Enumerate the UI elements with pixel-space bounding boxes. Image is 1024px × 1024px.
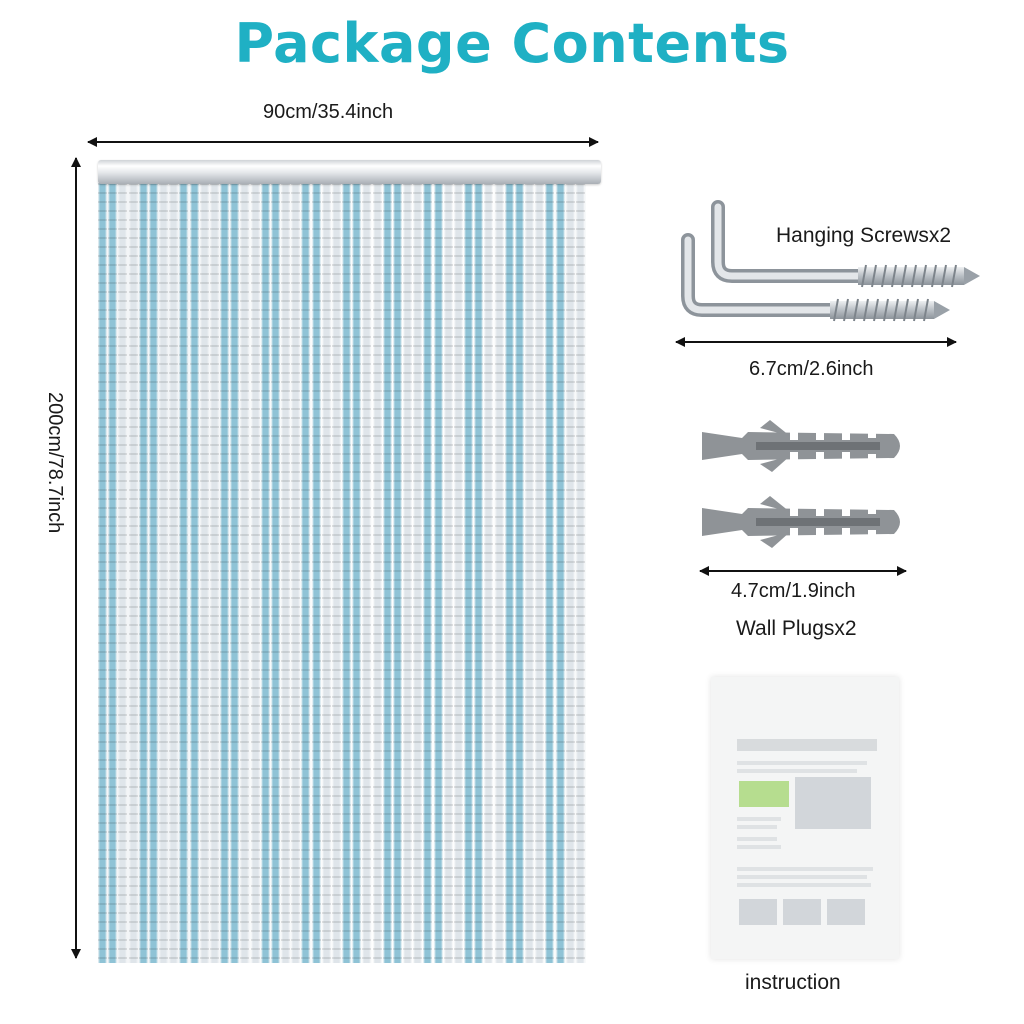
bead-strand (352, 183, 362, 963)
bead-strand (342, 183, 351, 963)
bead-strand (281, 183, 290, 963)
bead-curtain-image (98, 183, 586, 963)
bead-strand (250, 183, 260, 963)
bead-strand (525, 183, 534, 963)
bead-strand (128, 183, 138, 963)
bead-strand (474, 183, 484, 963)
bead-strand (118, 183, 128, 963)
bead-strand (159, 183, 168, 963)
plugs-size-label: 4.7cm/1.9inch (731, 580, 856, 602)
bead-strand (372, 183, 382, 963)
bead-strand (199, 183, 209, 963)
bead-strand (189, 183, 199, 963)
bead-strand (321, 183, 331, 963)
curtain-rod (98, 160, 601, 184)
bead-strand (453, 183, 463, 963)
bead-strand (545, 183, 555, 963)
bead-strand (514, 183, 524, 963)
bead-strand (240, 183, 250, 963)
bead-strand (98, 183, 107, 963)
bead-strand (423, 183, 433, 963)
bead-strand (575, 183, 585, 963)
screws-size-label: 6.7cm/2.6inch (749, 358, 874, 380)
bead-strand (403, 183, 412, 963)
bead-strand (362, 183, 372, 963)
bead-strand (535, 183, 545, 963)
bead-strand (209, 183, 219, 963)
bead-strand (555, 183, 565, 963)
bead-strand (443, 183, 453, 963)
bead-strand (230, 183, 240, 963)
bead-strand (301, 183, 311, 963)
bead-strand (311, 183, 321, 963)
bead-strand (220, 183, 229, 963)
bead-strand (504, 183, 514, 963)
bead-strand (565, 183, 575, 963)
bead-strand (464, 183, 473, 963)
bead-strand (382, 183, 392, 963)
page-title: Package Contents (234, 12, 790, 75)
bead-strand (331, 183, 341, 963)
bead-strand (179, 183, 189, 963)
bead-strand (291, 183, 301, 963)
bead-strand (138, 183, 148, 963)
bead-strand (270, 183, 280, 963)
bead-strand (413, 183, 423, 963)
instruction-label: instruction (745, 971, 841, 994)
curtain-width-label: 90cm/35.4inch (263, 101, 394, 123)
plugs-label: Wall Plugsx2 (736, 617, 857, 640)
bead-strand (494, 183, 504, 963)
bead-strand (108, 183, 118, 963)
bead-strand (148, 183, 158, 963)
instruction-manual-image (711, 677, 899, 959)
screws-label: Hanging Screwsx2 (776, 224, 952, 247)
bead-strand (433, 183, 443, 963)
bead-strand (169, 183, 179, 963)
bead-strand (392, 183, 402, 963)
bead-strand (260, 183, 270, 963)
bead-strand (484, 183, 494, 963)
